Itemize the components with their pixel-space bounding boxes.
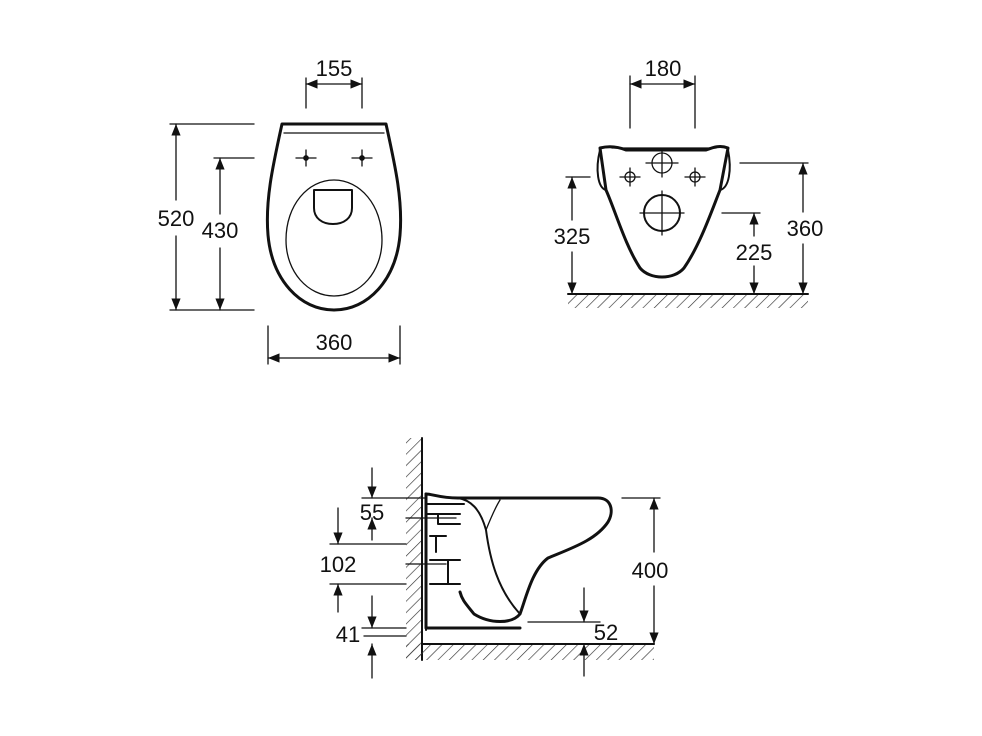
- dim-55: 55: [360, 467, 427, 541]
- top-view-mounting-mark-left: [295, 149, 317, 167]
- side-view: 55 102 41 400: [320, 437, 669, 679]
- dim-360-width-label: 360: [316, 330, 353, 355]
- top-view: 155 520 430 360: [158, 56, 403, 365]
- dim-41: 41: [336, 595, 407, 679]
- dim-520: 520: [158, 123, 255, 311]
- dim-55-label: 55: [360, 500, 384, 525]
- dim-180-label: 180: [645, 56, 682, 81]
- rear-view-body-outline: [598, 145, 730, 279]
- dim-102-label: 102: [320, 552, 357, 577]
- dim-360-height: 360: [739, 162, 824, 295]
- dim-400-label: 400: [632, 558, 669, 583]
- rear-view: 180 325 225 360: [554, 56, 824, 308]
- rear-view-inlet: [645, 148, 679, 178]
- rear-view-floor-hatch: [568, 294, 808, 308]
- top-view-outlet: [313, 189, 353, 225]
- side-view-internal-passages: [425, 503, 465, 585]
- dim-325: 325: [554, 176, 591, 295]
- rear-view-drain: [639, 190, 685, 236]
- side-view-floor-hatch: [406, 644, 654, 660]
- dim-325-label: 325: [554, 224, 591, 249]
- dim-102: 102: [320, 507, 407, 613]
- dim-360-height-label: 360: [787, 216, 824, 241]
- top-view-mounting-mark-right: [351, 149, 373, 167]
- side-view-wall-hatch: [406, 438, 422, 660]
- dim-400: 400: [621, 497, 669, 645]
- rear-view-bolt-right: [684, 167, 706, 187]
- dim-225: 225: [721, 212, 773, 295]
- dim-155: 155: [305, 56, 363, 109]
- dim-430-label: 430: [202, 218, 239, 243]
- dim-360-width: 360: [267, 325, 401, 365]
- dim-430: 430: [202, 157, 255, 311]
- dim-155-label: 155: [316, 56, 353, 81]
- top-view-inner-bowl: [285, 179, 383, 297]
- dim-52: 52: [527, 587, 618, 677]
- dim-180: 180: [629, 56, 696, 129]
- dim-225-label: 225: [736, 240, 773, 265]
- rear-view-bolt-left: [619, 167, 641, 187]
- dim-41-label: 41: [336, 622, 360, 647]
- side-view-bowl-outline: [424, 492, 613, 623]
- dim-520-label: 520: [158, 206, 195, 231]
- top-view-bowl-outline: [265, 122, 403, 312]
- dim-52-label: 52: [594, 620, 618, 645]
